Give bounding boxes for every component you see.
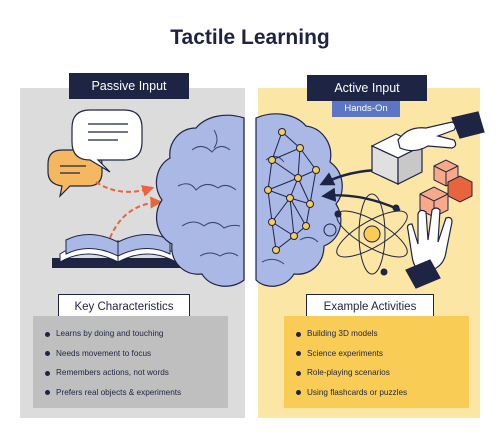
example-activities-heading: Example Activities — [306, 294, 434, 320]
page-title: Tactile Learning — [170, 26, 330, 49]
activities-list: Building 3D models Science experiments R… — [284, 316, 469, 408]
speech-bubble-icon — [47, 109, 143, 198]
atom-icon — [334, 193, 408, 276]
active-input-label: Active Input — [307, 75, 427, 101]
molecule-node — [323, 223, 337, 237]
list-item: Learns by doing and touching — [45, 324, 228, 344]
list-item: Role-playing scenarios — [296, 363, 469, 383]
input-arrow — [321, 187, 401, 212]
passive-input-label: Passive Input — [69, 73, 189, 99]
list-item: Building 3D models — [296, 324, 469, 344]
list-item: Remembers actions, not words — [45, 363, 228, 383]
brain-right-hemisphere — [255, 113, 343, 287]
hand-icon — [397, 111, 485, 152]
open-book-icon — [52, 234, 184, 268]
hands-on-badge: Hands-On — [332, 101, 400, 117]
input-arrow — [95, 181, 155, 197]
hand-icon — [405, 207, 453, 289]
blocks-icon — [419, 159, 473, 218]
input-arrow — [109, 196, 163, 239]
brain-left-hemisphere — [155, 114, 245, 287]
list-item: Prefers real objects & experiments — [45, 383, 228, 403]
list-item: Using flashcards or puzzles — [296, 383, 469, 403]
list-item: Science experiments — [296, 344, 469, 364]
list-item: Needs movement to focus — [45, 344, 228, 364]
characteristics-list: Learns by doing and touching Needs movem… — [33, 316, 228, 408]
neural-nodes — [264, 128, 320, 254]
